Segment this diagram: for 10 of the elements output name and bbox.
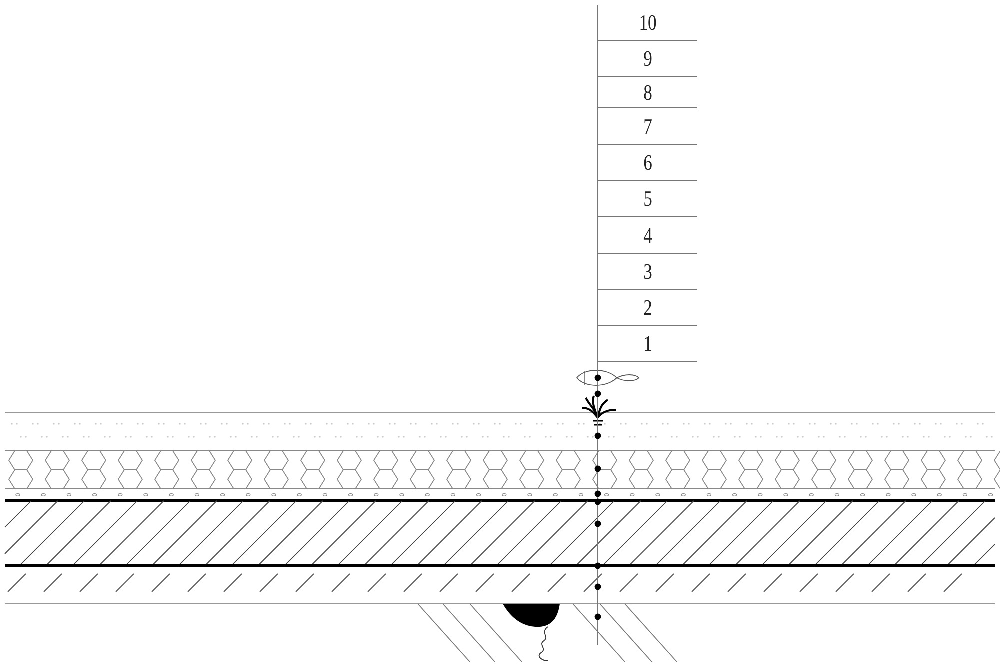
callout-number: 2 — [642, 296, 654, 320]
callout-number: 8 — [642, 80, 654, 104]
callout-number: 3 — [642, 260, 654, 284]
callout-number: 9 — [642, 47, 654, 71]
callout-number: 10 — [638, 11, 658, 35]
callout-number: 4 — [642, 224, 654, 248]
callout-number: 7 — [642, 114, 654, 138]
callout-number: 5 — [642, 187, 654, 211]
callout-number: 1 — [642, 332, 654, 356]
callout-number: 6 — [642, 151, 654, 175]
